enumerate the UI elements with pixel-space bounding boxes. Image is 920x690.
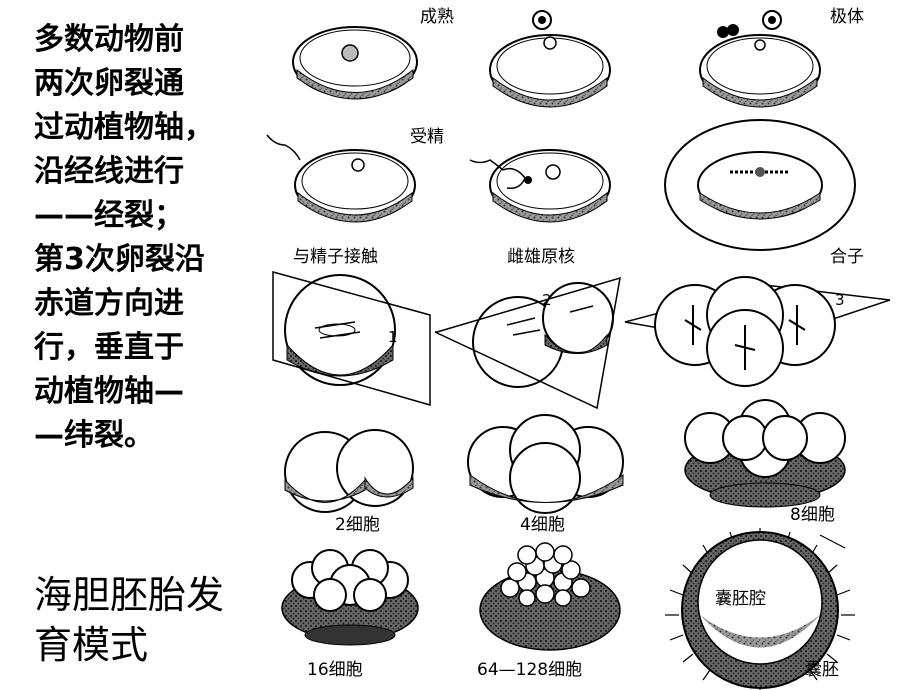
label-2-cell: 2细胞 [335,515,380,535]
description-line: 动植物轴— [34,374,184,409]
description-line: 第3次卵裂沿 [34,242,205,277]
title-line: 育模式 [34,623,149,667]
embryo-64-cell [479,542,621,651]
plane-number-3: 3 [835,291,845,309]
label-zygote: 合子 [830,247,864,267]
label-fertilization: 受精 [410,127,444,147]
description-line: 沿经线进行 [34,154,184,189]
egg-sperm-contact [266,134,416,223]
label-mature: 成熟 [420,6,454,27]
label-4-cell: 4细胞 [520,515,565,535]
egg-immature [292,26,418,100]
embryo-development-diagram: 成熟 极体 受精 [266,6,891,690]
egg-pronuclei [469,149,611,223]
label-blastula: 囊胚 [805,660,839,680]
cleavage-plane-3 [624,276,891,387]
description-line: 两次卵裂通 [34,66,184,101]
embryo-4-cell [467,414,624,514]
label-sperm-contact: 与精子接触 [293,247,378,267]
description-line: 多数动物前 [34,22,184,57]
embryo-8-cell [684,399,846,508]
description-line: 过动植物轴， [34,110,214,145]
egg-polar-body [699,10,821,108]
embryo-16-cell [281,549,419,646]
embryo-2-cell [284,429,414,513]
label-blastocoel: 囊胚腔 [715,589,766,609]
label-polar-body: 极体 [830,7,864,27]
description-line: 赤道方向进 [34,286,184,321]
label-64-128-cell: 64—128细胞 [477,660,582,680]
label-pronuclei: 雌雄原核 [507,247,575,267]
title-line: 海胆胚胎发 [34,573,225,617]
description-line: 行，垂直于 [34,330,184,365]
description-line: —纬裂。 [34,418,154,453]
label-16-cell: 16细胞 [307,660,363,680]
blastula [665,528,855,690]
egg-mature [489,10,611,108]
description-line: ——经裂； [34,198,184,233]
zygote [664,119,856,251]
plane-number-2: 2 [542,291,552,309]
cleavage-plane-1 [272,271,431,406]
plane-number-1: 1 [388,328,398,346]
label-8-cell: 8细胞 [790,505,835,525]
cleavage-plane-2 [434,276,621,410]
cleavage-description: 多数动物前 两次卵裂通 过动植物轴， 沿经线进行 ——经裂； 第3次卵裂沿 赤道… [34,18,249,458]
slide-title: 海胆胚胎发 育模式 [34,570,249,670]
